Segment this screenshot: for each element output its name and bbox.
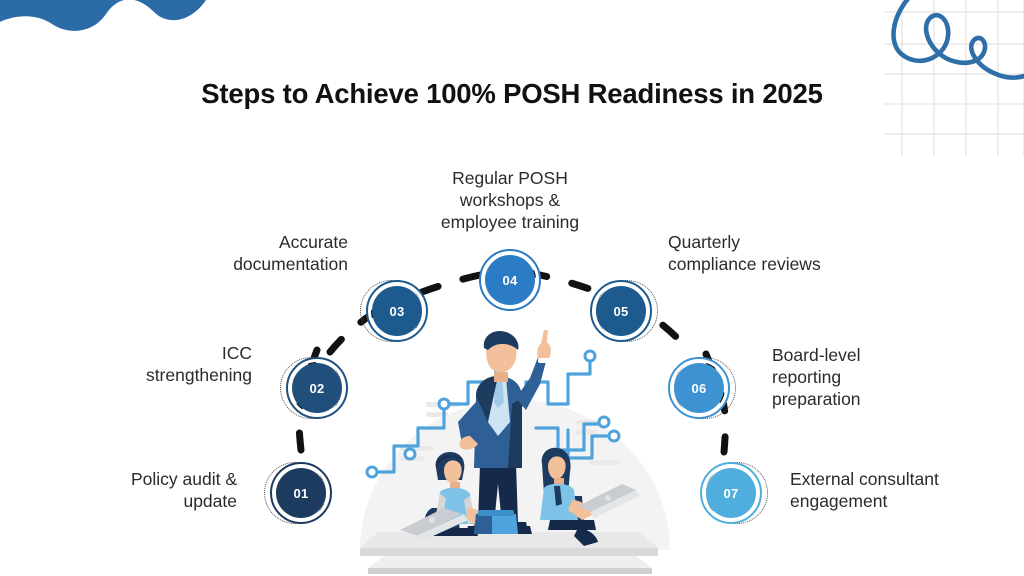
step-number: 05	[596, 286, 646, 336]
step-number: 03	[372, 286, 422, 336]
step-label-03: Accurate documentation	[233, 231, 348, 274]
step-badge-04[interactable]: 04	[478, 248, 542, 312]
step-label-05: Quarterly compliance reviews	[668, 231, 821, 274]
step-number: 01	[276, 468, 326, 518]
page-title: Steps to Achieve 100% POSH Readiness in …	[201, 78, 823, 109]
step-badge-05[interactable]: 05	[589, 279, 658, 343]
step-label-04: Regular POSH workshops & employee traini…	[440, 167, 580, 233]
step-number: 02	[292, 363, 342, 413]
team-strategy-illustration	[360, 330, 670, 574]
step-badge-02[interactable]: 02	[280, 356, 349, 420]
step-label-02: ICC strengthening	[145, 342, 252, 385]
step-badge-06[interactable]: 06	[667, 356, 736, 420]
wave-blob-icon	[0, 0, 206, 31]
step-number: 06	[674, 363, 724, 413]
step-number: 07	[706, 468, 756, 518]
step-number: 04	[485, 255, 535, 305]
step-label-01: Policy audit & update	[130, 468, 237, 511]
badge-ring-gap	[702, 464, 760, 522]
step-badge-03[interactable]: 03	[360, 279, 429, 343]
badge-ring-gap	[272, 464, 330, 522]
step-label-07: External consultant engagement	[790, 468, 939, 511]
step-badge-07[interactable]: 07	[699, 461, 768, 525]
step-badge-01[interactable]: 01	[264, 461, 333, 525]
step-label-06: Board-level reporting preparation	[772, 344, 861, 410]
